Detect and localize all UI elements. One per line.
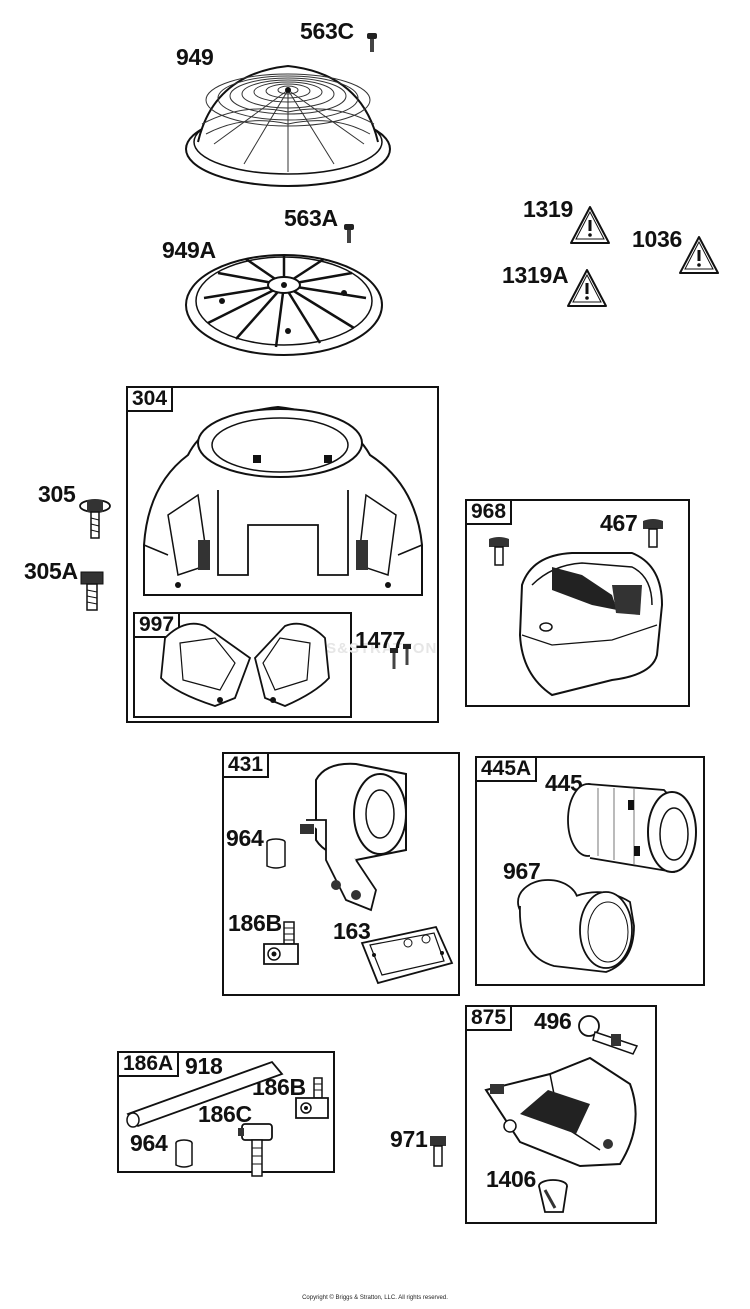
label-563C: 563C — [300, 18, 354, 44]
group-box-304: 304 — [126, 386, 439, 723]
label-563A: 563A — [284, 205, 338, 231]
warning-decal-1319-icon — [570, 206, 610, 244]
label-186B-a: 186B — [228, 910, 282, 936]
label-967: 967 — [503, 858, 541, 884]
copyright-text: Copyright © Briggs & Stratton, LLC. All … — [302, 1295, 448, 1301]
group-box-186A: 186A — [117, 1051, 335, 1173]
label-964-b: 964 — [130, 1130, 168, 1156]
knob-467-icon — [643, 519, 663, 548]
fan-guard-949A-icon — [185, 254, 383, 356]
group-box-968: 968 — [465, 499, 690, 707]
group-tag-431: 431 — [222, 752, 270, 778]
label-163: 163 — [333, 918, 371, 944]
screw-563C-icon — [367, 33, 377, 52]
baffle-997-icon — [160, 622, 330, 707]
bolt-305-icon — [79, 499, 111, 539]
gasket-163-icon — [360, 925, 454, 985]
tube-964-b-icon — [175, 1139, 193, 1168]
group-tag-445A: 445A — [475, 756, 538, 782]
label-1319A: 1319A — [502, 262, 569, 288]
group-box-445A: 445A — [475, 756, 705, 986]
air-cleaner-base-431-icon — [300, 762, 407, 912]
part-1406-icon — [538, 1179, 568, 1213]
label-964-a: 964 — [226, 825, 264, 851]
screw-563A-icon — [344, 224, 354, 243]
fitting-186B-b-icon — [295, 1077, 329, 1119]
bolt-305A-icon — [80, 571, 104, 611]
label-1036: 1036 — [632, 226, 682, 252]
group-tag-997: 997 — [133, 612, 181, 638]
duct-875-icon — [484, 1056, 637, 1168]
pre-cleaner-967-icon — [517, 879, 635, 973]
label-1319: 1319 — [523, 196, 573, 222]
knob-467b-icon — [489, 537, 509, 566]
screw-1477-icon — [390, 644, 411, 669]
label-305: 305 — [38, 481, 76, 507]
group-box-875: 875 — [465, 1005, 657, 1224]
group-tag-875: 875 — [465, 1005, 513, 1031]
label-305A: 305A — [24, 558, 78, 584]
grille-screen-949-icon — [185, 64, 391, 187]
filter-445-icon — [567, 783, 697, 874]
group-tag-304: 304 — [126, 386, 174, 412]
label-1406: 1406 — [486, 1166, 536, 1192]
label-496: 496 — [534, 1008, 572, 1034]
warning-decal-1319A-icon — [567, 269, 607, 307]
group-box-431: 431 — [222, 752, 460, 996]
fitting-186C-icon — [238, 1123, 273, 1177]
group-tag-186A: 186A — [117, 1051, 180, 1077]
hose-918-icon — [126, 1060, 284, 1128]
label-467: 467 — [600, 510, 638, 536]
label-949: 949 — [176, 44, 214, 70]
label-918: 918 — [185, 1053, 223, 1079]
tube-964-icon — [266, 838, 286, 869]
label-186C: 186C — [198, 1101, 252, 1127]
bolt-971-icon — [430, 1136, 446, 1167]
label-949A: 949A — [162, 237, 216, 263]
group-box-997: 997 — [133, 612, 352, 718]
label-971: 971 — [390, 1126, 428, 1152]
clamp-496-icon — [578, 1015, 639, 1055]
fitting-186B-a-icon — [263, 921, 299, 965]
blower-housing-304-icon — [143, 405, 423, 596]
air-cleaner-cover-968-icon — [518, 552, 664, 697]
warning-decal-1036-icon — [679, 236, 719, 274]
group-tag-968: 968 — [465, 499, 513, 525]
